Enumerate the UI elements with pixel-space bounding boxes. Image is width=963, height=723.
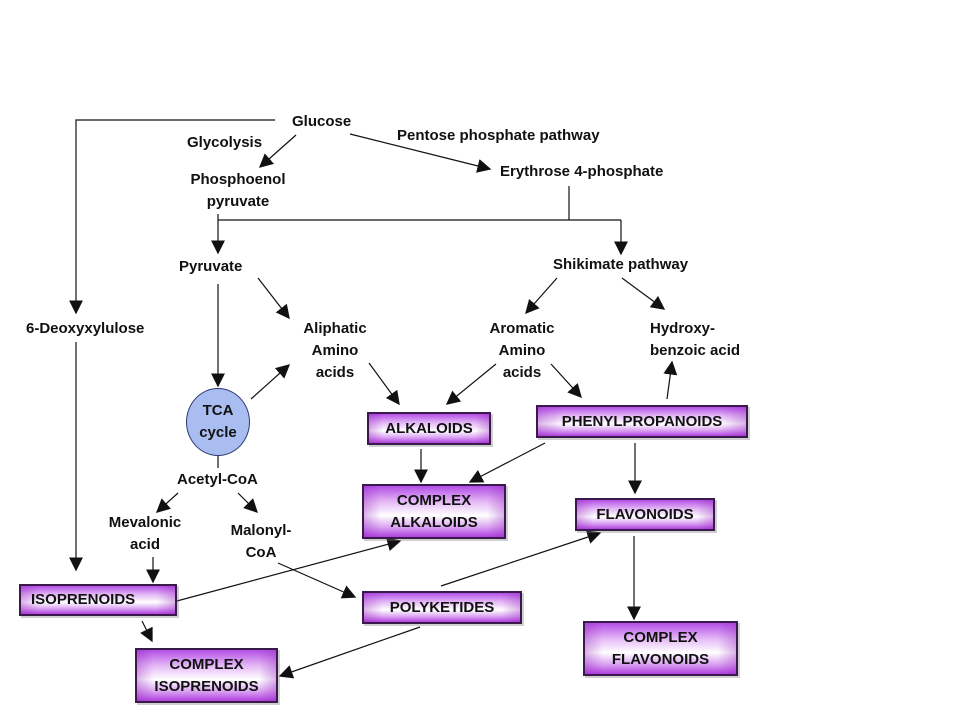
label-hydroxy-line1: Hydroxy- (650, 320, 716, 337)
arrow-glucose-erythrose (349, 133, 492, 173)
arrow-malonyl-polyketides (277, 562, 357, 599)
arrow-polyketides-flavonoids (440, 530, 602, 587)
label-aromatic-line1: Aromatic (489, 320, 555, 337)
arrow-aliphatic-alkaloids (368, 362, 400, 406)
box-complex-alkaloids: COMPLEX ALKALOIDS (362, 484, 506, 539)
box-polyketides: POLYKETIDES (362, 591, 522, 624)
box-complex-flavonoids-line2: FLAVONOIDS (611, 650, 710, 668)
box-complex-isoprenoids-line2: ISOPRENOIDS (154, 677, 259, 695)
box-complex-isoprenoids-line1: COMPLEX (169, 655, 244, 673)
label-aliphatic-line3: acids (315, 364, 355, 381)
arrow-isoprenoids-complexalk (161, 537, 402, 606)
arrow-phenyl-complexalk (468, 442, 546, 483)
arrow-aromatic-alkaloids (445, 363, 497, 405)
box-phenylpropanoids-label: PHENYLPROPANOIDS (561, 412, 723, 430)
box-complex-flavonoids-line1: COMPLEX (623, 628, 698, 646)
tca-line1: TCA (202, 402, 234, 419)
arrow-pyruvate-aliphatic (257, 277, 290, 320)
label-hydroxy-line2: benzoic acid (650, 342, 741, 359)
box-phenylpropanoids: PHENYLPROPANOIDS (536, 405, 748, 438)
box-alkaloids-label: ALKALOIDS (385, 419, 473, 437)
box-isoprenoids-label: ISOPRENOIDS (31, 591, 136, 608)
box-alkaloids: ALKALOIDS (367, 412, 491, 445)
arrow-acetyl-malonyl (237, 492, 258, 513)
label-mevalonic-line1: Mevalonic (108, 514, 182, 531)
arrow-phenyl-hydroxy (663, 360, 678, 400)
label-acetyl-coa: Acetyl-CoA (177, 471, 258, 488)
label-deoxyxylulose: 6-Deoxyxylulose (26, 320, 145, 337)
label-shikimate: Shikimate pathway (553, 256, 689, 273)
arrow-acetyl-mevalonic (155, 492, 179, 513)
label-hydroxybenzoic-acid: Hydroxy- benzoic acid (650, 318, 740, 362)
label-malonyl-line2: CoA (245, 544, 277, 561)
box-isoprenoids: ISOPRENOIDS (19, 584, 177, 616)
label-erythrose: Erythrose 4-phosphate (500, 163, 664, 180)
label-aliphatic-line2: Amino (311, 342, 359, 359)
arrow-glucose-deoxyxylulose (69, 119, 275, 315)
label-mevalonic-acid: Mevalonic acid (98, 512, 192, 556)
label-aliphatic-line1: Aliphatic (303, 320, 367, 337)
label-aromatic-amino-acids: Aromatic Amino acids (477, 318, 567, 384)
arrow-glucose-pep (258, 134, 297, 168)
label-aliphatic-amino-acids: Aliphatic Amino acids (290, 318, 380, 384)
label-aromatic-line2: Amino (498, 342, 546, 359)
label-phosphoenolpyruvate: Phosphoenol pyruvate (180, 169, 296, 213)
box-complex-alkaloids-line1: COMPLEX (396, 491, 472, 509)
box-polyketides-label: POLYKETIDES (389, 598, 495, 616)
label-aromatic-line3: acids (502, 364, 542, 381)
label-malonyl-line1: Malonyl- (230, 522, 292, 539)
arrow-shikimate-hydroxy (621, 277, 666, 310)
label-glucose: Glucose (292, 113, 352, 130)
arrow-aromatic-phenyl (550, 363, 582, 399)
arrow-shikimate-aromatic (525, 277, 558, 315)
label-pyruvate: Pyruvate (179, 258, 243, 275)
label-pep-line2: pyruvate (206, 193, 270, 210)
label-pep-line1: Phosphoenol (190, 171, 286, 188)
arrow-iso-compiso (140, 620, 153, 643)
tca-cycle: TCA cycle (186, 388, 250, 456)
box-flavonoids-label: FLAVONOIDS (596, 505, 694, 523)
label-glycolysis: Glycolysis (187, 134, 263, 151)
arrow-tca-aliphatic (250, 364, 291, 400)
label-malonyl-coa: Malonyl- CoA (219, 520, 303, 564)
tca-line2: cycle (199, 424, 237, 441)
box-complex-flavonoids: COMPLEX FLAVONOIDS (583, 621, 738, 676)
box-complex-alkaloids-line2: ALKALOIDS (390, 513, 478, 531)
label-pentose-pathway: Pentose phosphate pathway (397, 127, 600, 144)
arrow-polyketides-compiso (278, 626, 421, 679)
box-complex-isoprenoids: COMPLEX ISOPRENOIDS (135, 648, 278, 703)
label-mevalonic-line2: acid (129, 536, 160, 553)
box-flavonoids: FLAVONOIDS (575, 498, 715, 531)
